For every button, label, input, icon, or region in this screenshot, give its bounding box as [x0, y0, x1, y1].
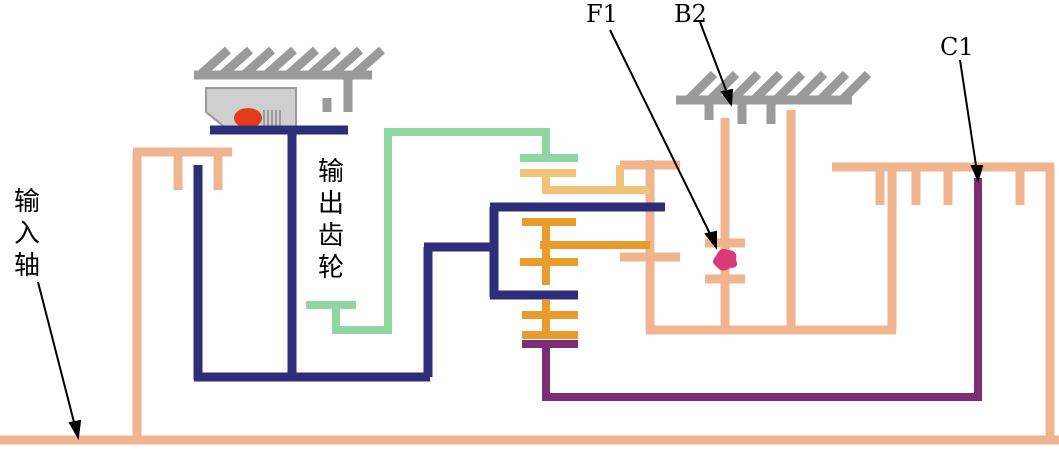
- blue-drum: [193, 125, 665, 382]
- label-f1: F1: [586, 0, 618, 28]
- spring-icon: [263, 110, 281, 126]
- input-shaft: [0, 110, 1059, 445]
- label-arrows: [37, 21, 984, 441]
- ground-fixture-right: [676, 70, 872, 124]
- input-shaft-label: 输 入 轴: [14, 187, 40, 281]
- one-way-clutch-f1: [713, 248, 738, 271]
- clutch-housing: [205, 87, 297, 131]
- roller-element: [234, 108, 262, 128]
- output-gear: [306, 128, 578, 334]
- output-gear-char: 出: [318, 189, 344, 219]
- output-gear-char: 输: [318, 157, 344, 187]
- ground-fixture-left: [194, 46, 385, 112]
- clutch-c1-member: [522, 178, 982, 401]
- input-shaft-char: 输: [14, 187, 40, 217]
- planet-gear-set: [520, 165, 650, 339]
- output-gear-char: 齿: [318, 221, 344, 251]
- output-gear-char: 轮: [318, 253, 344, 283]
- label-b2: B2: [674, 0, 707, 28]
- input-shaft-char: 轴: [14, 251, 40, 281]
- input-shaft-char: 入: [14, 219, 40, 249]
- output-gear-label: 输 出 齿 轮: [318, 157, 344, 283]
- label-c1: C1: [940, 33, 974, 61]
